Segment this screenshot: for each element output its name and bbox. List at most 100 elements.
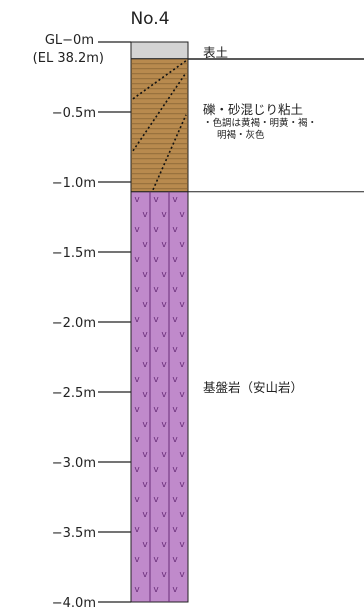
rock-v-mark: v <box>153 195 159 205</box>
depth-label: −1.0m <box>52 176 96 191</box>
rock-v-mark: v <box>153 345 159 355</box>
rock-v-mark: v <box>179 480 185 490</box>
rock-v-mark: v <box>153 495 159 505</box>
rock-v-mark: v <box>153 375 159 385</box>
rock-v-mark: v <box>134 495 140 505</box>
layer-name-2: 礫・砂混じり粘土 <box>203 102 303 117</box>
rock-v-mark: v <box>172 285 178 295</box>
rock-v-mark: v <box>153 525 159 535</box>
rock-v-mark: v <box>134 465 140 475</box>
rock-v-mark: v <box>142 390 148 400</box>
rock-v-mark: v <box>142 330 148 340</box>
depth-ticks: −0.5m −1.0m −1.5m −2.0m −2.5m −3.0m −3.5m −4.0m <box>52 41 131 611</box>
rock-v-mark: v <box>161 360 167 370</box>
rock-v-mark: v <box>172 525 178 535</box>
rock-v-mark: v <box>179 300 185 310</box>
rock-v-mark: v <box>153 285 159 295</box>
rock-v-mark: v <box>179 390 185 400</box>
rock-v-mark: v <box>161 540 167 550</box>
rock-v-mark: v <box>179 450 185 460</box>
depth-label: −3.0m <box>52 456 96 471</box>
rock-v-mark: v <box>179 510 185 520</box>
rock-v-mark: v <box>172 465 178 475</box>
layer-rect-3 <box>130 191 189 603</box>
rock-v-mark: v <box>153 255 159 265</box>
rock-v-mark: v <box>161 300 167 310</box>
clay-dashed-line <box>152 114 187 191</box>
depth-label: −4.0m <box>52 596 96 611</box>
rock-v-mark: v <box>142 480 148 490</box>
rock-v-mark: v <box>142 240 148 250</box>
rock-v-mark: v <box>134 375 140 385</box>
rock-v-mark: v <box>179 540 185 550</box>
rock-v-mark: v <box>153 405 159 415</box>
rock-v-mark: v <box>172 435 178 445</box>
rock-v-mark: v <box>179 360 185 370</box>
rock-v-mark: v <box>134 435 140 445</box>
rock-v-mark: v <box>161 420 167 430</box>
rock-v-mark: v <box>179 270 185 280</box>
rock-v-mark: v <box>161 330 167 340</box>
rock-v-mark: v <box>134 405 140 415</box>
rock-v-mark: v <box>134 195 140 205</box>
rock-v-mark: v <box>172 255 178 265</box>
rock-v-mark: v <box>161 390 167 400</box>
layer-boundary-lines <box>188 58 364 193</box>
rock-v-mark: v <box>179 330 185 340</box>
rock-v-mark: v <box>153 465 159 475</box>
rock-v-mark: v <box>142 420 148 430</box>
rock-v-mark: v <box>161 450 167 460</box>
layer-name-1: 表土 <box>203 45 228 60</box>
rock-v-mark: v <box>172 195 178 205</box>
rock-v-mark: v <box>172 495 178 505</box>
depth-label: −0.5m <box>52 106 96 121</box>
rock-v-mark: v <box>134 285 140 295</box>
rock-v-mark: v <box>161 510 167 520</box>
rock-v-mark: v <box>172 315 178 325</box>
rock-v-mark: v <box>142 450 148 460</box>
rock-v-mark: v <box>153 555 159 565</box>
ground-level-label: GL−0m <box>45 33 94 48</box>
layer-rect-2 <box>130 58 189 193</box>
elevation-label: (EL 38.2m) <box>33 51 104 66</box>
rock-v-mark: v <box>172 225 178 235</box>
rock-v-mark: v <box>172 555 178 565</box>
rock-v-mark: v <box>161 240 167 250</box>
rock-v-mark: v <box>134 255 140 265</box>
rock-v-mark: v <box>153 435 159 445</box>
layer-note: 明褐・灰色 <box>217 129 265 141</box>
rock-v-mark: v <box>134 555 140 565</box>
rock-v-mark: v <box>172 345 178 355</box>
rock-v-mark: v <box>179 240 185 250</box>
rock-v-mark: v <box>161 210 167 220</box>
rock-v-mark: v <box>142 570 148 580</box>
rock-v-mark: v <box>134 585 140 595</box>
rock-v-mark: v <box>153 225 159 235</box>
rock-v-mark: v <box>134 525 140 535</box>
rock-v-mark: v <box>142 210 148 220</box>
rock-v-mark: v <box>161 270 167 280</box>
depth-label: −3.5m <box>52 526 96 541</box>
rock-v-mark: v <box>134 315 140 325</box>
rock-v-mark: v <box>179 570 185 580</box>
rock-v-mark: v <box>153 315 159 325</box>
rock-v-mark: v <box>179 210 185 220</box>
rock-v-mark: v <box>172 405 178 415</box>
rock-v-mark: v <box>172 375 178 385</box>
layer-name-3: 基盤岩（安山岩） <box>203 380 303 395</box>
layer-note: ・色調は黄褐・明黄・褐・ <box>203 117 317 129</box>
rock-v-mark: v <box>172 585 178 595</box>
layer-rect-1 <box>130 41 189 60</box>
rock-v-mark: v <box>142 540 148 550</box>
clay-dashed-line <box>132 60 187 100</box>
rock-v-mark: v <box>142 510 148 520</box>
rock-v-mark: v <box>161 570 167 580</box>
depth-label: −2.0m <box>52 316 96 331</box>
depth-label: −2.5m <box>52 386 96 401</box>
rock-v-mark: v <box>153 585 159 595</box>
depth-label: −1.5m <box>52 246 96 261</box>
